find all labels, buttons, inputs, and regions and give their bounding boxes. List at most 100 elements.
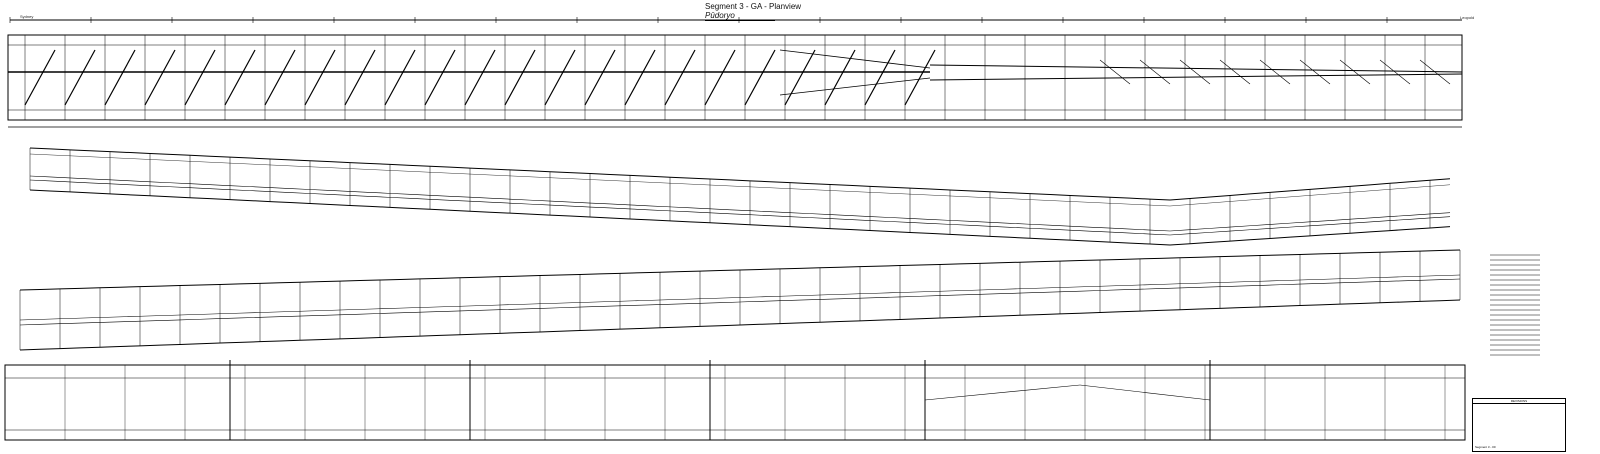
elevation2-rail	[1139, 284, 1161, 286]
elevation2-rail	[1079, 290, 1101, 292]
planview-diagonal	[144, 49, 176, 106]
elevation1-top-chord	[909, 187, 931, 190]
elevation1-bottom-chord	[1289, 235, 1311, 238]
elevation2-top-chord	[1199, 256, 1221, 258]
elevation2-rail	[679, 302, 701, 305]
elevation2-bottom-chord	[1319, 303, 1341, 306]
elevation1-bottom-chord	[449, 209, 471, 212]
elevation2-bottom-chord	[739, 323, 761, 326]
elevation1-bottom-chord	[729, 223, 751, 226]
elevation2-top-chord	[879, 265, 901, 267]
elevation1-rail	[769, 215, 791, 217]
planview-brace	[1219, 59, 1251, 85]
elevation1-top-chord	[229, 156, 251, 159]
elevation1-bottom-chord	[29, 189, 51, 192]
elevation1-bottom-chord	[1109, 241, 1131, 244]
elevation1-top-chord	[949, 189, 971, 192]
elevation1-bottom-chord	[1149, 243, 1171, 246]
elevation2-rail	[999, 292, 1021, 294]
elevation1-bottom-chord	[109, 193, 131, 196]
elevation2-top-chord	[639, 271, 661, 274]
elevation2-rail	[839, 293, 861, 295]
elevation2-top-chord	[1079, 259, 1101, 262]
elevation1-rail	[1029, 227, 1051, 230]
elevation1-rail	[349, 195, 371, 197]
elevation1-top-chord	[289, 159, 311, 162]
elevation2-bottom-chord	[199, 342, 221, 345]
elevation1-rail	[309, 193, 331, 195]
elevation2-bottom-chord	[479, 332, 501, 335]
elevation1-rail	[1389, 214, 1411, 217]
elevation2-rail	[1239, 285, 1261, 287]
elevation2-rail	[199, 313, 221, 315]
planview-diagonal	[544, 49, 576, 106]
elevation1-rail	[509, 198, 531, 201]
elevation1-rail	[1049, 228, 1071, 231]
elevation2-bottom-chord	[899, 318, 921, 320]
elevation2-rail	[499, 308, 521, 310]
elevation2-rail	[379, 307, 401, 310]
elevation1-top-chord	[1109, 196, 1131, 199]
elevation2-bottom-chord	[1059, 312, 1081, 315]
elevation2-rail	[239, 312, 261, 314]
elevation2-rail	[579, 301, 601, 303]
elevation1-stringer	[1109, 203, 1131, 205]
elevation1-rail	[889, 221, 911, 223]
elevation1-rail	[1249, 224, 1271, 227]
elevation1-top-chord	[1229, 193, 1251, 196]
elevation1-bottom-chord	[149, 195, 171, 198]
elevation2-top-chord	[219, 283, 241, 285]
elevation1-top-chord	[269, 158, 291, 161]
elevation1-bottom-chord	[1029, 237, 1051, 240]
elevation1-rail	[1169, 233, 1191, 236]
elevation1-stringer	[1409, 186, 1431, 188]
elevation1-top-chord	[1069, 194, 1091, 197]
elevation2-rail	[839, 297, 861, 300]
elevation1-top-chord	[1129, 197, 1151, 200]
elevation2-bottom-chord	[639, 327, 661, 329]
elevation2-top-chord	[559, 273, 581, 276]
elevation1-bottom-chord	[1089, 240, 1111, 243]
elevation1-rail	[1189, 228, 1211, 230]
elevation2-top-chord	[1259, 254, 1281, 257]
elevation1-top-chord	[709, 178, 731, 181]
elevation2-rail	[619, 300, 641, 302]
left-direction-label: Sydney	[20, 14, 34, 19]
elevation2-rail	[39, 318, 61, 320]
elevation2-bottom-chord	[219, 341, 241, 344]
planview-diagonal	[704, 49, 736, 106]
elevation2-top-chord	[279, 281, 301, 284]
elevation1-rail	[1289, 225, 1311, 228]
elevation1-rail	[1089, 226, 1111, 229]
elevation1-bottom-chord	[329, 203, 351, 206]
elevation2-bottom-chord	[1019, 314, 1041, 316]
elevation1-stringer	[749, 186, 771, 188]
elevation2-top-chord	[139, 285, 161, 288]
elevation1-bottom-chord	[1009, 236, 1031, 239]
elevation1-top-chord	[209, 155, 231, 158]
elevation1-rail	[1269, 222, 1291, 225]
elevation1-rail	[1109, 227, 1131, 230]
planview-diagonal	[224, 49, 256, 106]
elevation2-rail	[1339, 277, 1361, 280]
elevation1-top-chord	[1409, 179, 1431, 183]
elevation2-rail	[1339, 281, 1361, 284]
elevation1-rail	[549, 200, 571, 203]
elevation2-rail	[99, 316, 121, 318]
elevation1-stringer	[1309, 193, 1331, 196]
elevation2-bottom-chord	[459, 333, 481, 336]
elevation1-rail	[189, 183, 211, 185]
elevation2-rail	[679, 298, 701, 300]
elevation2-rail	[1039, 287, 1061, 289]
elevation2-top-chord	[919, 263, 941, 266]
elevation1-top-chord	[329, 161, 351, 164]
elevation1-stringer	[1209, 201, 1231, 204]
elevation1-rail	[1209, 226, 1231, 229]
elevation2-rail	[179, 314, 201, 316]
planview-brace	[1419, 59, 1451, 85]
elevation2-top-chord	[59, 287, 81, 290]
elevation1-stringer	[169, 160, 191, 162]
elevation2-rail	[1259, 284, 1281, 286]
planview-brace	[1379, 59, 1411, 85]
